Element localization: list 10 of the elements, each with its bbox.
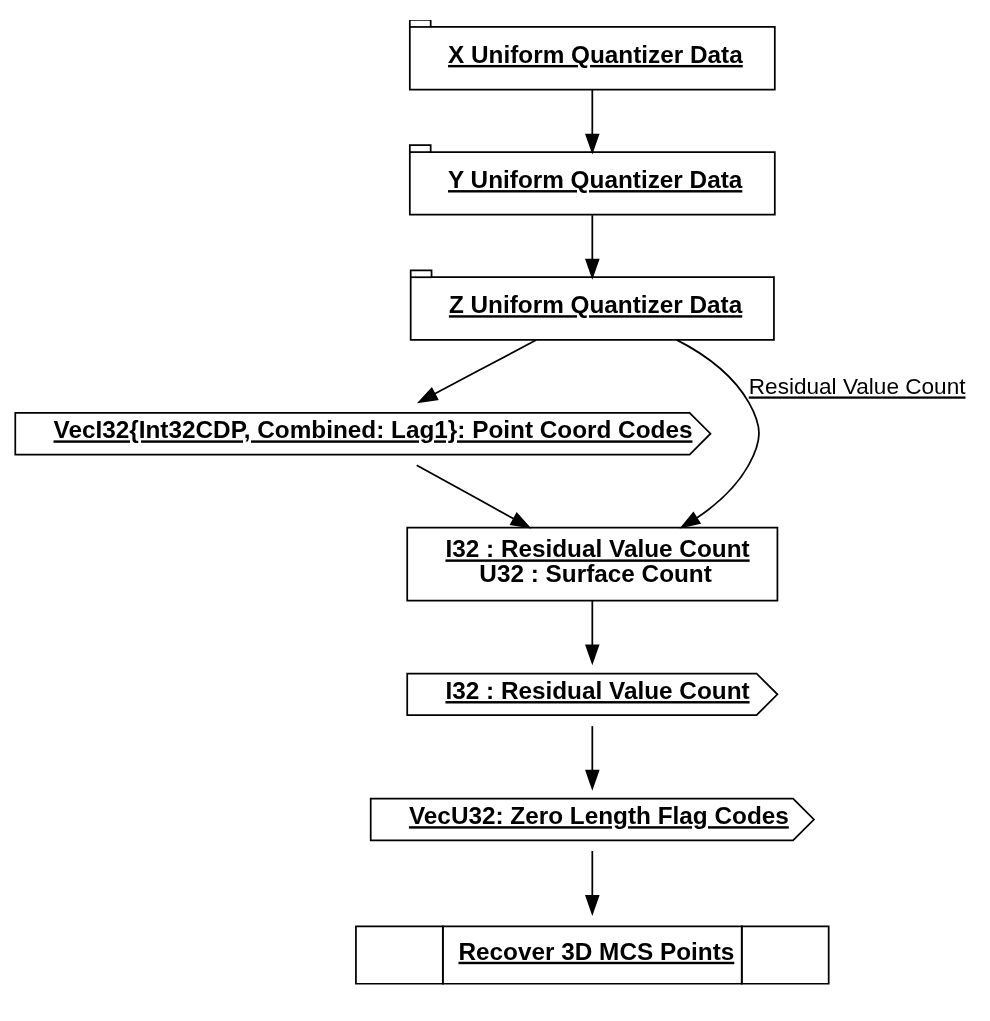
arrow: [585, 724, 600, 791]
arrow: [675, 338, 760, 529]
arrow: [585, 599, 600, 665]
arrow: [416, 338, 538, 403]
arrow: [415, 463, 532, 529]
arrow: [585, 849, 600, 916]
node-box: I32 : Residual Value Count U32 : Surface Count: [406, 526, 779, 601]
arrow: [585, 213, 600, 280]
edge-label: Residual Value Count: [748, 373, 966, 399]
arrow: [585, 88, 600, 155]
